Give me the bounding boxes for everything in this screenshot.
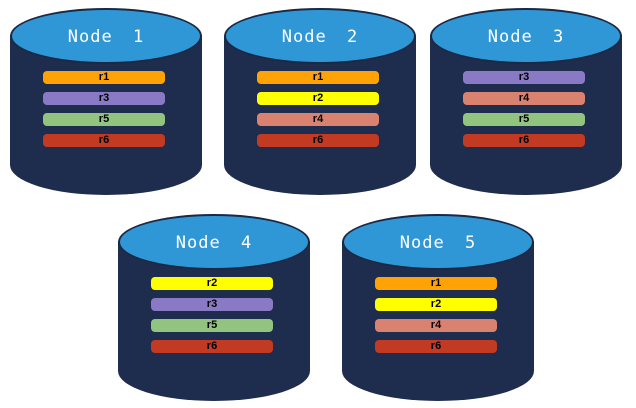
cylinder-top-cap: Node 1	[10, 8, 202, 64]
node-title: Node 5	[399, 233, 477, 253]
replica-bar-r5: r5	[151, 319, 273, 332]
cylinder-top-cap: Node 3	[430, 8, 622, 64]
replica-list: r2 r3 r5 r6	[151, 277, 273, 361]
replica-bar-r6: r6	[151, 340, 273, 353]
replica-bar-r3: r3	[43, 92, 165, 105]
replica-bar-r4: r4	[463, 92, 585, 105]
replica-bar-r6: r6	[257, 134, 379, 147]
replica-list: r1 r2 r4 r6	[375, 277, 497, 361]
replica-bar-r3: r3	[151, 298, 273, 311]
node-cylinder-3: Node 3 r3 r4 r5 r6	[430, 8, 622, 195]
replica-bar-r6: r6	[463, 134, 585, 147]
replica-bar-r6: r6	[43, 134, 165, 147]
replica-bar-r2: r2	[375, 298, 497, 311]
node-title: Node 4	[175, 233, 253, 253]
replica-list: r3 r4 r5 r6	[463, 71, 585, 155]
cylinder-top-cap: Node 5	[342, 214, 534, 270]
replica-bar-r2: r2	[151, 277, 273, 290]
replica-bar-r2: r2	[257, 92, 379, 105]
cylinder-top-cap: Node 2	[224, 8, 416, 64]
node-title: Node 1	[67, 27, 145, 47]
replica-bar-r5: r5	[463, 113, 585, 126]
replica-bar-r6: r6	[375, 340, 497, 353]
node-cylinder-2: Node 2 r1 r2 r4 r6	[224, 8, 416, 195]
node-cylinder-5: Node 5 r1 r2 r4 r6	[342, 214, 534, 401]
node-cylinder-4: Node 4 r2 r3 r5 r6	[118, 214, 310, 401]
replica-bar-r4: r4	[257, 113, 379, 126]
replica-bar-r4: r4	[375, 319, 497, 332]
replica-bar-r1: r1	[257, 71, 379, 84]
node-title: Node 3	[487, 27, 565, 47]
cylinder-top-cap: Node 4	[118, 214, 310, 270]
replica-list: r1 r2 r4 r6	[257, 71, 379, 155]
replica-list: r1 r3 r5 r6	[43, 71, 165, 155]
replica-bar-r1: r1	[375, 277, 497, 290]
node-cylinder-1: Node 1 r1 r3 r5 r6	[10, 8, 202, 195]
replica-bar-r3: r3	[463, 71, 585, 84]
replica-bar-r5: r5	[43, 113, 165, 126]
replica-bar-r1: r1	[43, 71, 165, 84]
node-title: Node 2	[281, 27, 359, 47]
